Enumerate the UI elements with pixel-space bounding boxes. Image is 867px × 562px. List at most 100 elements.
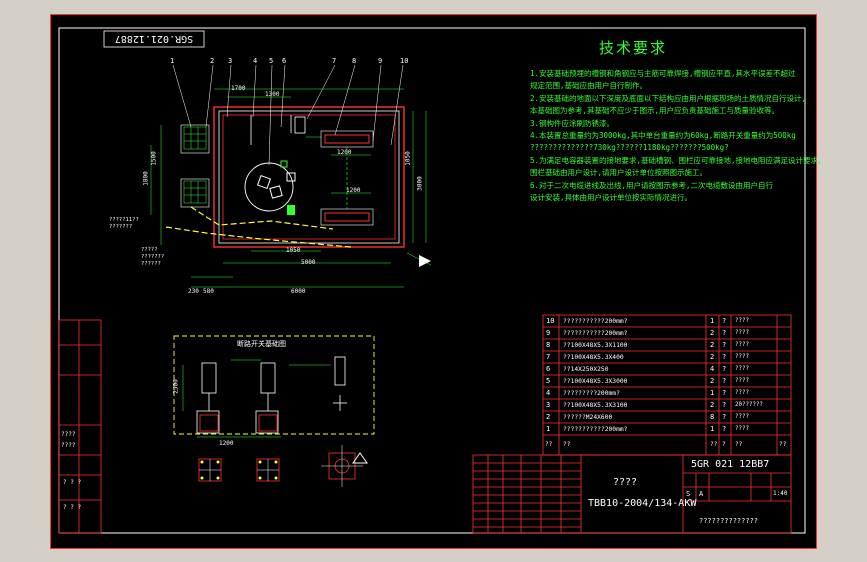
dim-1200c: 1200 xyxy=(219,440,234,447)
bom-cell-no: 4 xyxy=(546,389,551,397)
bom-cell-unit: ? xyxy=(722,365,727,373)
part-number-1: 1 xyxy=(170,57,175,65)
bom-cell-name: ??100X48X5.3X1100 xyxy=(563,342,628,349)
bom-cell-mat: ???? xyxy=(735,330,749,336)
bom-cell-qty: 2 xyxy=(710,353,715,361)
reactor-circle xyxy=(244,162,294,212)
bom-cell-mat: ???? xyxy=(735,354,749,360)
inner-frame xyxy=(58,27,806,534)
bom-cell-no: 10 xyxy=(546,317,555,325)
titleblock-drawing-number: 5GR 021 12BB7 xyxy=(691,459,770,470)
left-label-1: ???? xyxy=(61,431,76,438)
tech-note-line: 规定范围,基础应由用户自行制作。 xyxy=(530,81,648,91)
bom-cell-mat: ???? xyxy=(735,318,749,324)
sheet-scale: 1:40 xyxy=(773,490,788,497)
model-code: TBB10-2004/134-AKW xyxy=(588,498,697,509)
dim-1200b: 1200 xyxy=(346,187,361,194)
dim-1050b: 1050 xyxy=(286,247,301,254)
bom-cell-no: 8 xyxy=(546,341,551,349)
bom-cell-qty: 2 xyxy=(710,341,715,349)
bom-header-cell: ?? xyxy=(735,441,743,448)
bom-cell-qty: 4 xyxy=(710,365,715,373)
bom-cell-qty: 1 xyxy=(710,389,715,397)
bom-header-cell: ?? xyxy=(710,441,718,448)
tech-note-line: 1.安装基础预埋的槽钢和角钢应与主筋可靠焊接,槽钢应平直,其水平误差不超过 xyxy=(530,69,796,78)
callout-a: ?????11????????? xyxy=(109,217,139,230)
left-label-3: ? ? ? xyxy=(63,479,82,486)
tech-note-line: ??????????????730kg??????1180kg???????50… xyxy=(530,143,729,153)
tech-note-line: 4.本装置总重量约为3000kg,其中单台重量约为60kg,断路开关重量约为50… xyxy=(530,131,796,140)
bom-cell-no: 9 xyxy=(546,329,551,337)
part-number-3: 3 xyxy=(228,57,233,65)
dim-1800: 1800 xyxy=(142,171,150,186)
part-number-4: 4 xyxy=(253,57,258,65)
tech-note-line: 3.钢构件应涂刷防锈漆。 xyxy=(530,118,615,128)
dim-2500: 2500 xyxy=(172,379,180,394)
bom-cell-unit: ? xyxy=(722,413,727,421)
dim-1050: 1050 xyxy=(404,151,412,166)
bom-cell-unit: ? xyxy=(722,401,727,409)
bom-cell-mat: ???? xyxy=(735,426,749,432)
left-label-4: ? ? ? xyxy=(63,504,82,511)
bom-cell-qty: 1 xyxy=(710,317,715,325)
bom-cell-qty: 2 xyxy=(710,401,715,409)
cad-drawing xyxy=(58,27,806,534)
detail-view xyxy=(173,335,375,487)
bom-cell-unit: ? xyxy=(722,341,727,349)
dim-3000: 3000 xyxy=(416,176,424,191)
bom-header-cell: ?? xyxy=(779,441,787,448)
part-number-5: 5 xyxy=(269,57,274,65)
dim-1500: 1500 xyxy=(150,151,158,166)
bom-cell-mat: ???? xyxy=(735,366,749,372)
bom-cell-mat: ???? xyxy=(735,342,749,348)
bom-cell-unit: ? xyxy=(722,317,727,325)
bom-cell-unit: ? xyxy=(722,389,727,397)
dim-1200: 1200 xyxy=(337,149,352,156)
bom-cell-qty: 2 xyxy=(710,329,715,337)
bom-cell-name: ??100X48X5.3X3000 xyxy=(563,378,628,385)
bom-cell-name: ??100X48X5.3X400 xyxy=(563,354,624,361)
tech-note-line: 2.安装基础的地面以下深度及底面以下结构应由用户根据现场的土质情况自行设计, xyxy=(530,93,807,103)
bom-header-cell: ?? xyxy=(563,441,571,448)
dim-1700: 1700 xyxy=(231,85,246,92)
product-name: ???? xyxy=(613,477,638,488)
drawing-sheet: SGR.021.12887 技术要求 1.安装基础预埋的槽钢和角钢应与主筋可靠焊… xyxy=(50,14,826,549)
bom-cell-qty: 8 xyxy=(710,413,715,421)
bom-cell-name: ???????????200mm? xyxy=(563,426,628,433)
part-number-8: 8 xyxy=(352,57,357,65)
bom-header-cell: ? xyxy=(722,441,726,448)
bom-cell-name: ???????????200mm? xyxy=(563,318,628,325)
part-number-6: 6 xyxy=(282,57,287,65)
dim-5000: 5000 xyxy=(301,259,316,266)
dim-230: 230 xyxy=(188,288,199,295)
dim-1300: 1300 xyxy=(265,91,280,98)
bom-cell-unit: ? xyxy=(722,329,727,337)
bom-cell-no: 7 xyxy=(546,353,551,361)
part-number-10: 10 xyxy=(400,57,409,65)
bom-cell-qty: 1 xyxy=(710,425,715,433)
bom-header-cell: ?? xyxy=(545,441,553,448)
bom-table xyxy=(542,314,792,456)
callout-b: ?????????????????? xyxy=(141,247,165,267)
title-block xyxy=(472,454,792,534)
bottom-note: ?????????????? xyxy=(699,517,759,525)
tech-note-line: 本基础图为参考,其基础不应少于图示,用户应负责基础施工与质量验收等。 xyxy=(530,106,780,116)
bom-cell-mat: ???? xyxy=(735,378,749,384)
left-label-2: ???? xyxy=(61,442,76,449)
bom-cell-mat: 20?????? xyxy=(735,402,763,408)
bom-cell-name: ??100X48X5.3X3100 xyxy=(563,402,628,409)
detail-title: 断路开关基础图 xyxy=(237,340,286,348)
tech-note-line: 5.为满足电容器装置的接地要求,基础槽钢、围栏应可靠接地,接地电阻应满足设计要求… xyxy=(530,155,826,165)
bom-cell-name: ??14X250X250 xyxy=(563,366,609,373)
part-number-7: 7 xyxy=(332,57,337,65)
bom-cell-no: 5 xyxy=(546,377,551,385)
plan-view xyxy=(150,64,432,288)
sheet-a: A xyxy=(699,490,704,498)
bom-cell-unit: ? xyxy=(722,425,727,433)
tech-note-line: 围栏基础由用户设计,请用户设计单位按照图示施工。 xyxy=(530,168,708,178)
dim-580: 580 xyxy=(203,288,214,295)
sheet-s: S xyxy=(686,490,691,498)
dwg-number-box xyxy=(103,30,205,48)
bom-cell-name: ???????????200mm? xyxy=(563,330,628,337)
part-number-2: 2 xyxy=(210,57,215,65)
